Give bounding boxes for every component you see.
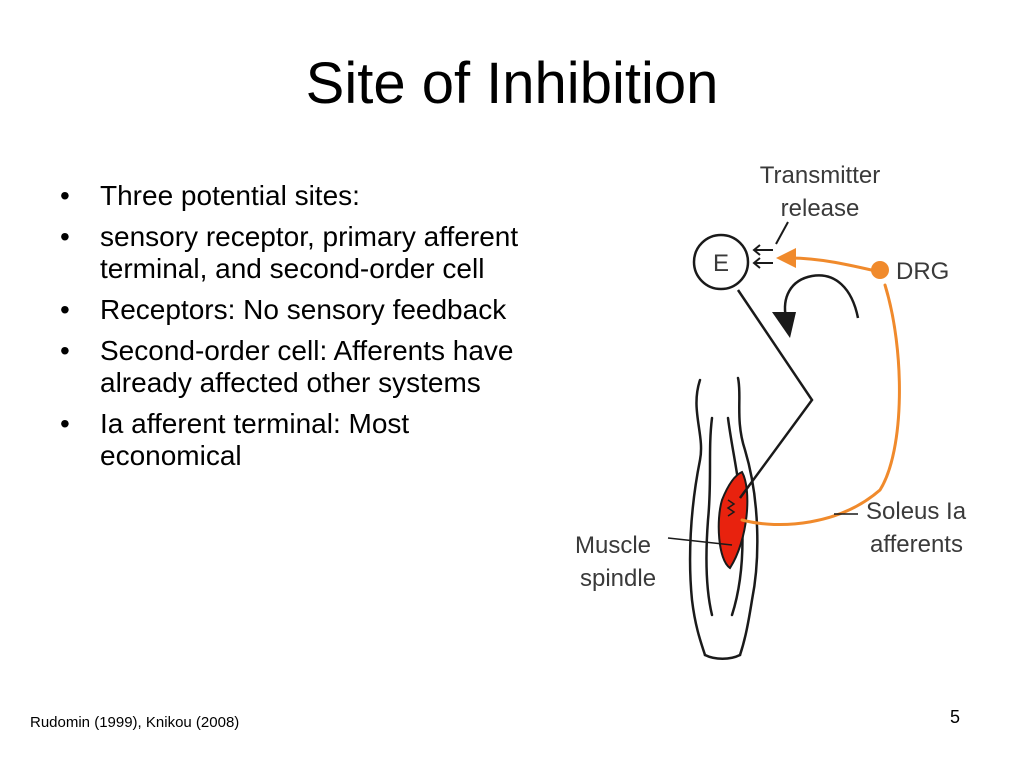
leg-outer-left [688,378,707,657]
reflex-diagram: E Transmitter release DRG Soleus Ia affe… [575,162,967,660]
leg-inner-left [705,416,714,617]
transmitter-label-line2: release [781,195,860,222]
muscle-label-line1: Muscle [575,532,651,559]
drg-dot [871,261,889,279]
bullet-text: Three potential sites: [100,180,360,211]
spindle-ending [726,499,736,517]
bullet-text: Ia afferent terminal: Most economical [100,408,410,471]
soleus-label-line2: afferents [870,531,963,558]
bullet-item: • Receptors: No sensory feedback [58,294,548,326]
leg-bottom [703,653,742,660]
muscle-label-line2: spindle [580,565,656,592]
bullet-text: sensory receptor, primary afferent termi… [100,221,519,284]
transmitter-label-line1: Transmitter [760,162,880,189]
bullet-list: • Three potential sites: • sensory recepto… [58,180,548,481]
bullet-item: • sensory receptor, primary afferent term… [58,221,548,285]
soleus-label-line1: Soleus Ia [866,498,967,525]
bullet-glyph: • [60,294,70,325]
afferent-terminal-arrow [776,248,796,268]
bullet-text: Receptors: No sensory feedback [100,294,507,325]
curved-feedback-line [783,274,860,319]
bullet-item: • Three potential sites: [58,180,548,212]
transmitter-pointer [775,221,789,245]
efferent-fiber [736,289,814,499]
footer-citation: Rudomin (1999), Knikou (2008) [30,714,240,731]
neuron-e-circle [692,233,750,291]
spindle-pointer [667,537,733,546]
page-number: 5 [950,707,961,727]
bullet-glyph: • [60,180,70,211]
curved-arrow-head [772,312,796,338]
bullet-item: • Second-order cell: Afferents have alrea… [58,335,548,399]
bullet-item: • Ia afferent terminal: Most economical [58,408,548,472]
ia-afferent-fiber [740,256,901,527]
drg-label: DRG [896,258,949,285]
slide-title: Site of Inhibition [305,51,719,116]
neuron-e-label: E [713,250,729,277]
bullet-text: Second-order cell: Afferents have alread… [100,335,514,398]
bullet-glyph: • [60,408,70,439]
transmitter-arrows [752,244,773,269]
bullet-glyph: • [60,335,70,366]
bullet-glyph: • [60,221,70,252]
